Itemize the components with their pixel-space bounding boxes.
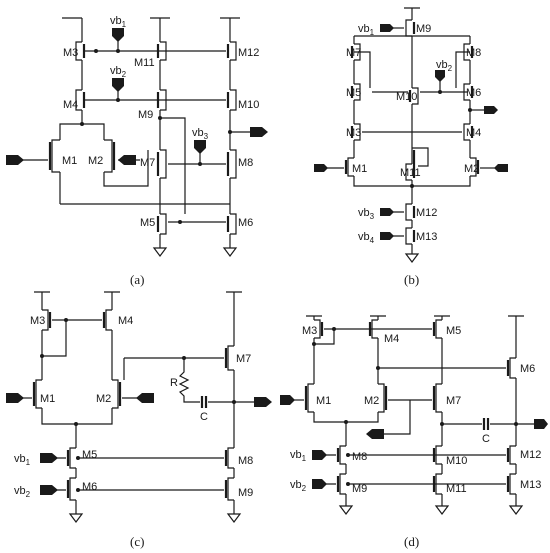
label-b-m2: M2 [464,163,479,175]
panel-d-labels: M3 M4 M5 M6 M1 M2 M7 C M8 M10 M12 M9 M11… [290,325,541,549]
label-a-m8: M8 [238,157,253,169]
label-a-m2: M2 [88,155,103,167]
label-a-m5: M5 [140,217,155,229]
label-c-vb2: vb2 [14,485,31,499]
caption-d: (d) [404,534,419,549]
label-a-vb2: vb2 [110,65,127,79]
label-a-m12: M12 [238,47,259,59]
panel-c-labels: M3 M4 M7 R C M1 M2 M5 M8 M6 M9 vb1 vb2 (… [14,315,253,549]
label-a-vb3: vb3 [192,127,209,141]
label-d-m3: M3 [302,325,317,337]
label-d-vb2: vb2 [290,479,307,493]
label-c-m5: M5 [82,449,97,461]
label-b-m6: M6 [466,87,481,99]
label-c-m2: M2 [96,393,111,405]
label-c-m4: M4 [118,315,133,327]
label-c-m3: M3 [30,315,45,327]
caption-b: (b) [404,272,419,287]
label-d-m10: M10 [446,455,467,467]
label-a-m9: M9 [138,109,153,121]
label-b-m3: M3 [346,127,361,139]
label-d-m9: M9 [352,483,367,495]
label-a-m3: M3 [63,47,78,59]
label-a-m6: M6 [238,217,253,229]
label-b-m1: M1 [352,163,367,175]
label-a-m4: M4 [63,99,78,111]
label-d-m11: M11 [446,483,467,495]
label-b-m10: M10 [396,91,417,103]
panel-b-schematic [314,7,508,263]
panel-a-labels: M3 M11 M12 M4 M9 M10 M1 M2 M7 M8 M5 M6 v… [62,15,259,287]
label-b-vb3: vb3 [358,207,375,221]
label-d-m13: M13 [520,479,541,491]
label-b-m9: M9 [416,23,431,35]
label-b-m13: M13 [416,231,437,243]
label-c-m8: M8 [238,455,253,467]
label-a-m11: M11 [134,57,155,69]
label-a-vb1: vb1 [110,15,127,29]
caption-c: (c) [130,534,144,549]
panel-b-labels: M9 M7 M8 M5 M10 M6 M3 M4 M1 M11 M2 M12 M… [346,23,481,287]
label-b-vb1: vb1 [358,23,375,37]
panel-a-schematic [6,17,268,257]
label-d-m4: M4 [384,333,399,345]
label-b-m5: M5 [346,87,361,99]
label-a-m7: M7 [140,157,155,169]
caption-a: (a) [130,272,144,287]
label-b-vb4: vb4 [358,231,375,245]
label-c-m7: M7 [236,353,251,365]
panel-d-schematic [280,315,548,515]
label-d-m6: M6 [520,363,535,375]
label-c-c: C [200,411,208,423]
label-c-vb1: vb1 [14,453,31,467]
label-b-m12: M12 [416,207,437,219]
label-b-m7: M7 [346,47,361,59]
label-c-m9: M9 [238,487,253,499]
label-d-m12: M12 [520,449,541,461]
label-a-m1: M1 [62,155,77,167]
label-b-m11: M11 [400,167,421,179]
label-d-m7: M7 [446,395,461,407]
label-a-m10: M10 [238,99,259,111]
label-d-vb1: vb1 [290,449,307,463]
label-c-m1: M1 [40,393,55,405]
label-d-m1: M1 [316,395,331,407]
label-b-m4: M4 [466,127,481,139]
label-d-m8: M8 [352,451,367,463]
label-b-vb2: vb2 [436,59,453,73]
label-c-r: R [170,377,178,389]
label-c-m6: M6 [82,481,97,493]
label-d-c: C [482,433,490,445]
panel-c-schematic [6,291,272,523]
label-d-m2: M2 [364,395,379,407]
label-b-m8: M8 [466,47,481,59]
label-d-m5: M5 [446,325,461,337]
